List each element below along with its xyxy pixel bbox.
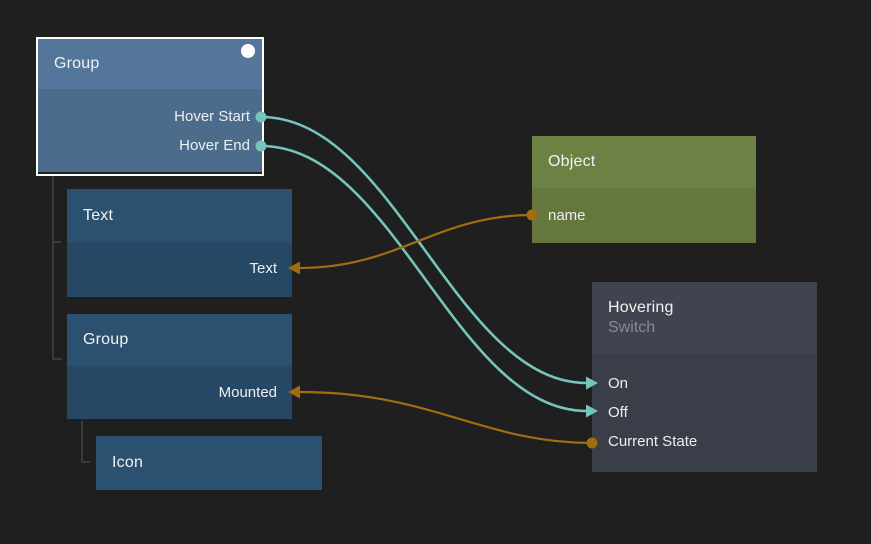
node-hovering-switch[interactable]: Hovering Switch On Off Current State bbox=[592, 282, 817, 472]
port-mounted[interactable]: Mounted bbox=[218, 384, 277, 401]
node-header: Group bbox=[67, 314, 292, 366]
node-header: Object bbox=[532, 136, 756, 188]
port-name[interactable]: name bbox=[548, 207, 586, 224]
node-body: name bbox=[532, 188, 756, 243]
node-body: Mounted bbox=[67, 366, 292, 419]
node-title: Group bbox=[54, 55, 100, 72]
node-header: Hovering Switch bbox=[592, 282, 817, 354]
port-off[interactable]: Off bbox=[608, 404, 628, 421]
port-hover-end[interactable]: Hover End bbox=[179, 137, 250, 154]
node-header: Text bbox=[67, 189, 292, 242]
connection-currentstate-to-mounted[interactable] bbox=[299, 390, 593, 445]
node-title: Icon bbox=[112, 454, 144, 471]
node-subtitle: Switch bbox=[608, 319, 656, 336]
port-on[interactable]: On bbox=[608, 375, 629, 392]
node-body: Hover Start Hover End bbox=[38, 89, 262, 172]
node-title: Text bbox=[83, 206, 114, 224]
node-body: On Off Current State bbox=[592, 354, 817, 472]
port-text[interactable]: Text bbox=[249, 260, 277, 277]
tree-branch-icon bbox=[81, 421, 90, 463]
selection-badge-icon bbox=[241, 44, 255, 58]
node-title: Hovering bbox=[608, 299, 674, 316]
port-hover-start[interactable]: Hover Start bbox=[174, 108, 250, 125]
node-header: Icon bbox=[96, 436, 322, 490]
node-text[interactable]: Text Text bbox=[67, 189, 292, 297]
node-title: Group bbox=[83, 331, 129, 348]
node-title: Object bbox=[548, 153, 596, 170]
node-group-child[interactable]: Group Mounted bbox=[67, 314, 292, 419]
node-header: Group bbox=[38, 39, 262, 89]
connection-name-to-text[interactable] bbox=[299, 213, 533, 270]
node-icon[interactable]: Icon bbox=[96, 436, 322, 490]
node-group-selected[interactable]: Group Hover Start Hover End bbox=[36, 37, 264, 176]
port-current-state[interactable]: Current State bbox=[608, 433, 698, 450]
node-body: Text bbox=[67, 242, 292, 297]
node-object[interactable]: Object name bbox=[532, 136, 756, 243]
